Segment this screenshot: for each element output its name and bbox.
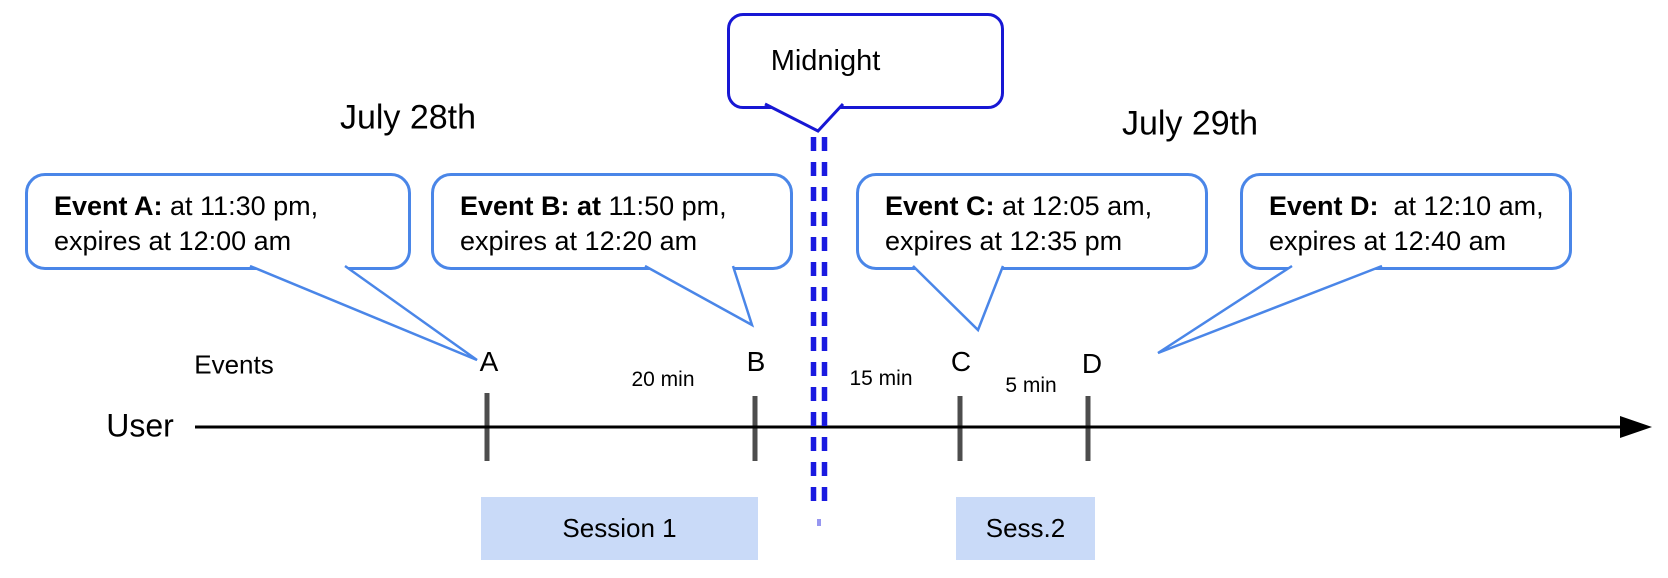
date-july-28: July 28th bbox=[339, 98, 477, 137]
event-b-callout: Event B: at 11:50 pm, expires at 12:20 a… bbox=[431, 173, 793, 270]
midnight-callout: Midnight bbox=[727, 13, 1004, 109]
midnight-dashed-divider bbox=[810, 137, 828, 526]
event-c-letter: C bbox=[950, 346, 972, 377]
interval-15min-label: 15 min bbox=[849, 367, 913, 390]
event-c-callout-tail bbox=[912, 265, 1005, 333]
event-b-line2: expires at 12:20 am bbox=[460, 226, 698, 256]
interval-20min-label: 20 min bbox=[631, 368, 695, 391]
event-ticks bbox=[484, 393, 1091, 461]
event-c-line1: Event C: at 12:05 am, bbox=[885, 191, 1153, 221]
event-d-letter: D bbox=[1081, 348, 1103, 379]
events-axis-label: Events bbox=[194, 349, 274, 380]
event-c-line2: expires at 12:35 pm bbox=[885, 226, 1123, 256]
event-c-callout: Event C: at 12:05 am, expires at 12:35 p… bbox=[856, 173, 1208, 270]
timeline-arrowhead-icon bbox=[1620, 416, 1652, 438]
event-b-line1: Event B: at 11:50 pm, bbox=[460, 191, 727, 221]
session-1-box: Session 1 bbox=[481, 497, 758, 560]
date-july-29: July 29th bbox=[1121, 104, 1259, 143]
session-1-label: Session 1 bbox=[562, 513, 677, 543]
event-d-callout: Event D: at 12:10 am, expires at 12:40 a… bbox=[1240, 173, 1572, 270]
event-a-line1: Event A: at 11:30 pm, bbox=[54, 191, 319, 221]
session-2-box: Sess.2 bbox=[956, 497, 1095, 560]
event-a-line2: expires at 12:00 am bbox=[54, 226, 292, 256]
interval-5min-label: 5 min bbox=[1005, 374, 1057, 397]
event-b-letter: B bbox=[746, 346, 766, 377]
user-timeline-arrow bbox=[195, 416, 1652, 438]
event-d-callout-tail bbox=[1157, 264, 1383, 355]
event-d-line1: Event D: at 12:10 am, bbox=[1269, 191, 1544, 221]
event-a-callout: Event A: at 11:30 pm, expires at 12:00 a… bbox=[25, 173, 411, 270]
event-a-letter: A bbox=[479, 346, 499, 377]
event-d-line2: expires at 12:40 am bbox=[1269, 226, 1507, 256]
event-a-callout-tail bbox=[249, 264, 478, 362]
user-axis-label: User bbox=[106, 407, 174, 444]
midnight-label: Midnight bbox=[770, 44, 881, 77]
session-2-label: Sess.2 bbox=[985, 513, 1066, 543]
event-b-callout-tail bbox=[644, 264, 755, 328]
